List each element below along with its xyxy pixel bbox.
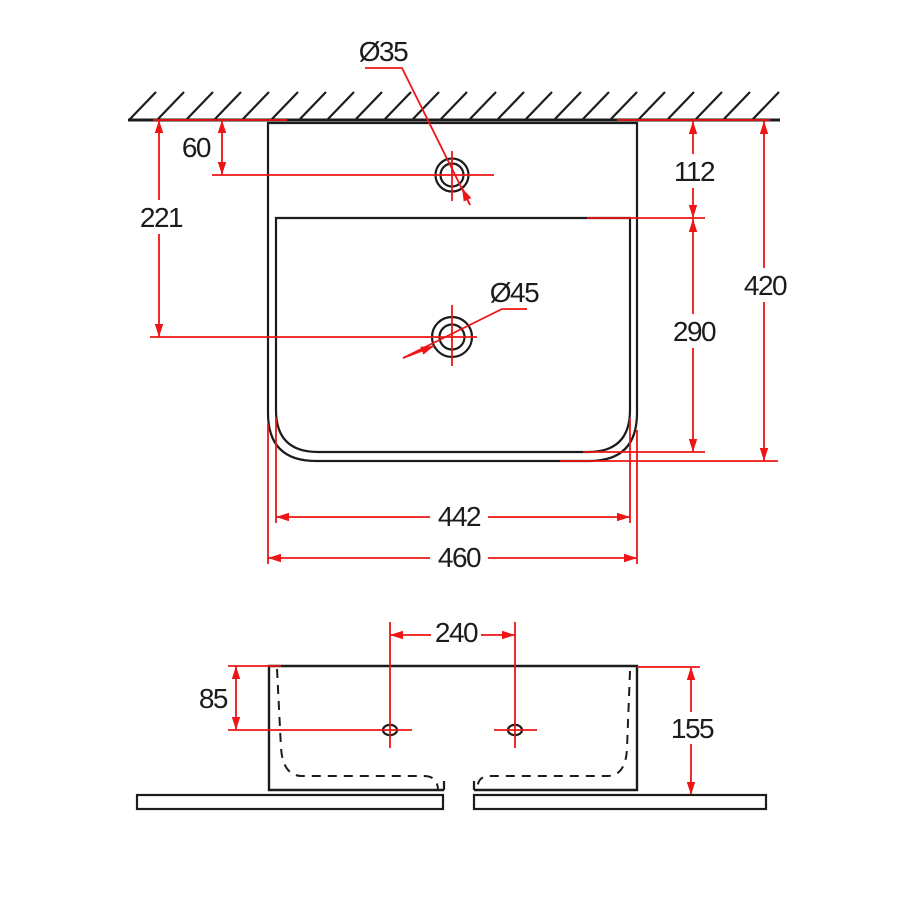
dim-text-mask bbox=[139, 200, 183, 234]
drain-diameter-label: Ø45 bbox=[490, 277, 539, 308]
counter-bar-right bbox=[472, 793, 768, 811]
dim-label-bowl-width: 442 bbox=[438, 501, 481, 532]
hidden-bowl-dashed-right bbox=[476, 670, 631, 790]
dim-label-rim-from-wall: 112 bbox=[674, 156, 715, 187]
dim-label-overall-height: 155 bbox=[671, 713, 714, 744]
dim-text-mask bbox=[430, 501, 488, 532]
drain-leader-arrow bbox=[402, 345, 435, 359]
dim-label-holes-from-top: 85 bbox=[199, 683, 228, 714]
dim-text-mask bbox=[668, 712, 714, 744]
drain-leader-line bbox=[402, 308, 527, 359]
dim-label-overall-depth: 420 bbox=[744, 270, 787, 301]
wall-hatching-icon bbox=[129, 91, 780, 120]
dim-text-mask bbox=[431, 618, 481, 648]
dim-label-overall-width: 460 bbox=[438, 542, 481, 573]
front-view: 240 85 155 bbox=[135, 617, 768, 811]
tap-diameter-label: Ø35 bbox=[359, 36, 408, 67]
dim-text-mask bbox=[743, 268, 787, 302]
front-body-outline bbox=[267, 664, 639, 792]
hidden-bowl-dashed-left bbox=[276, 668, 439, 790]
dim-label-hole-spacing: 240 bbox=[435, 617, 478, 648]
dim-text-mask bbox=[430, 542, 488, 573]
top-view: 60 221 112 290 420 442 460 Ø35 Ø45 bbox=[128, 36, 789, 573]
counter-bar-left bbox=[135, 793, 445, 811]
dim-text-mask bbox=[672, 314, 716, 348]
tap-leader-arrow bbox=[461, 187, 472, 206]
dim-label-tap-offset: 60 bbox=[182, 132, 211, 163]
dim-label-drain-from-wall: 221 bbox=[140, 202, 183, 233]
dim-text-mask bbox=[672, 154, 716, 188]
tap-leader-line bbox=[365, 67, 471, 206]
dim-label-bowl-depth: 290 bbox=[673, 316, 716, 347]
basin-inner-rim-outline bbox=[274, 216, 632, 454]
